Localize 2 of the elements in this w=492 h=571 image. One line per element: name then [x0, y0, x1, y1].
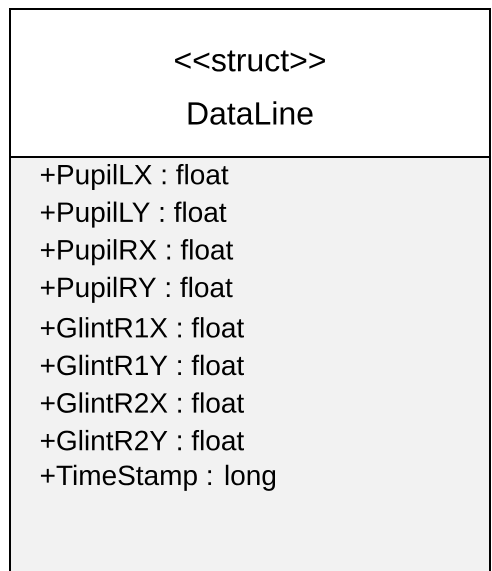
attribute-compartment: +PupilLX : float +PupilLY : float +PupilRX : float +PupilRY : float +GlintR1X : float +GlintR1Y : float +GlintR2X : float +GlintR2Y : float +TimeStamp : long	[9, 156, 491, 571]
class-header: <<struct>> DataLine	[9, 8, 491, 158]
